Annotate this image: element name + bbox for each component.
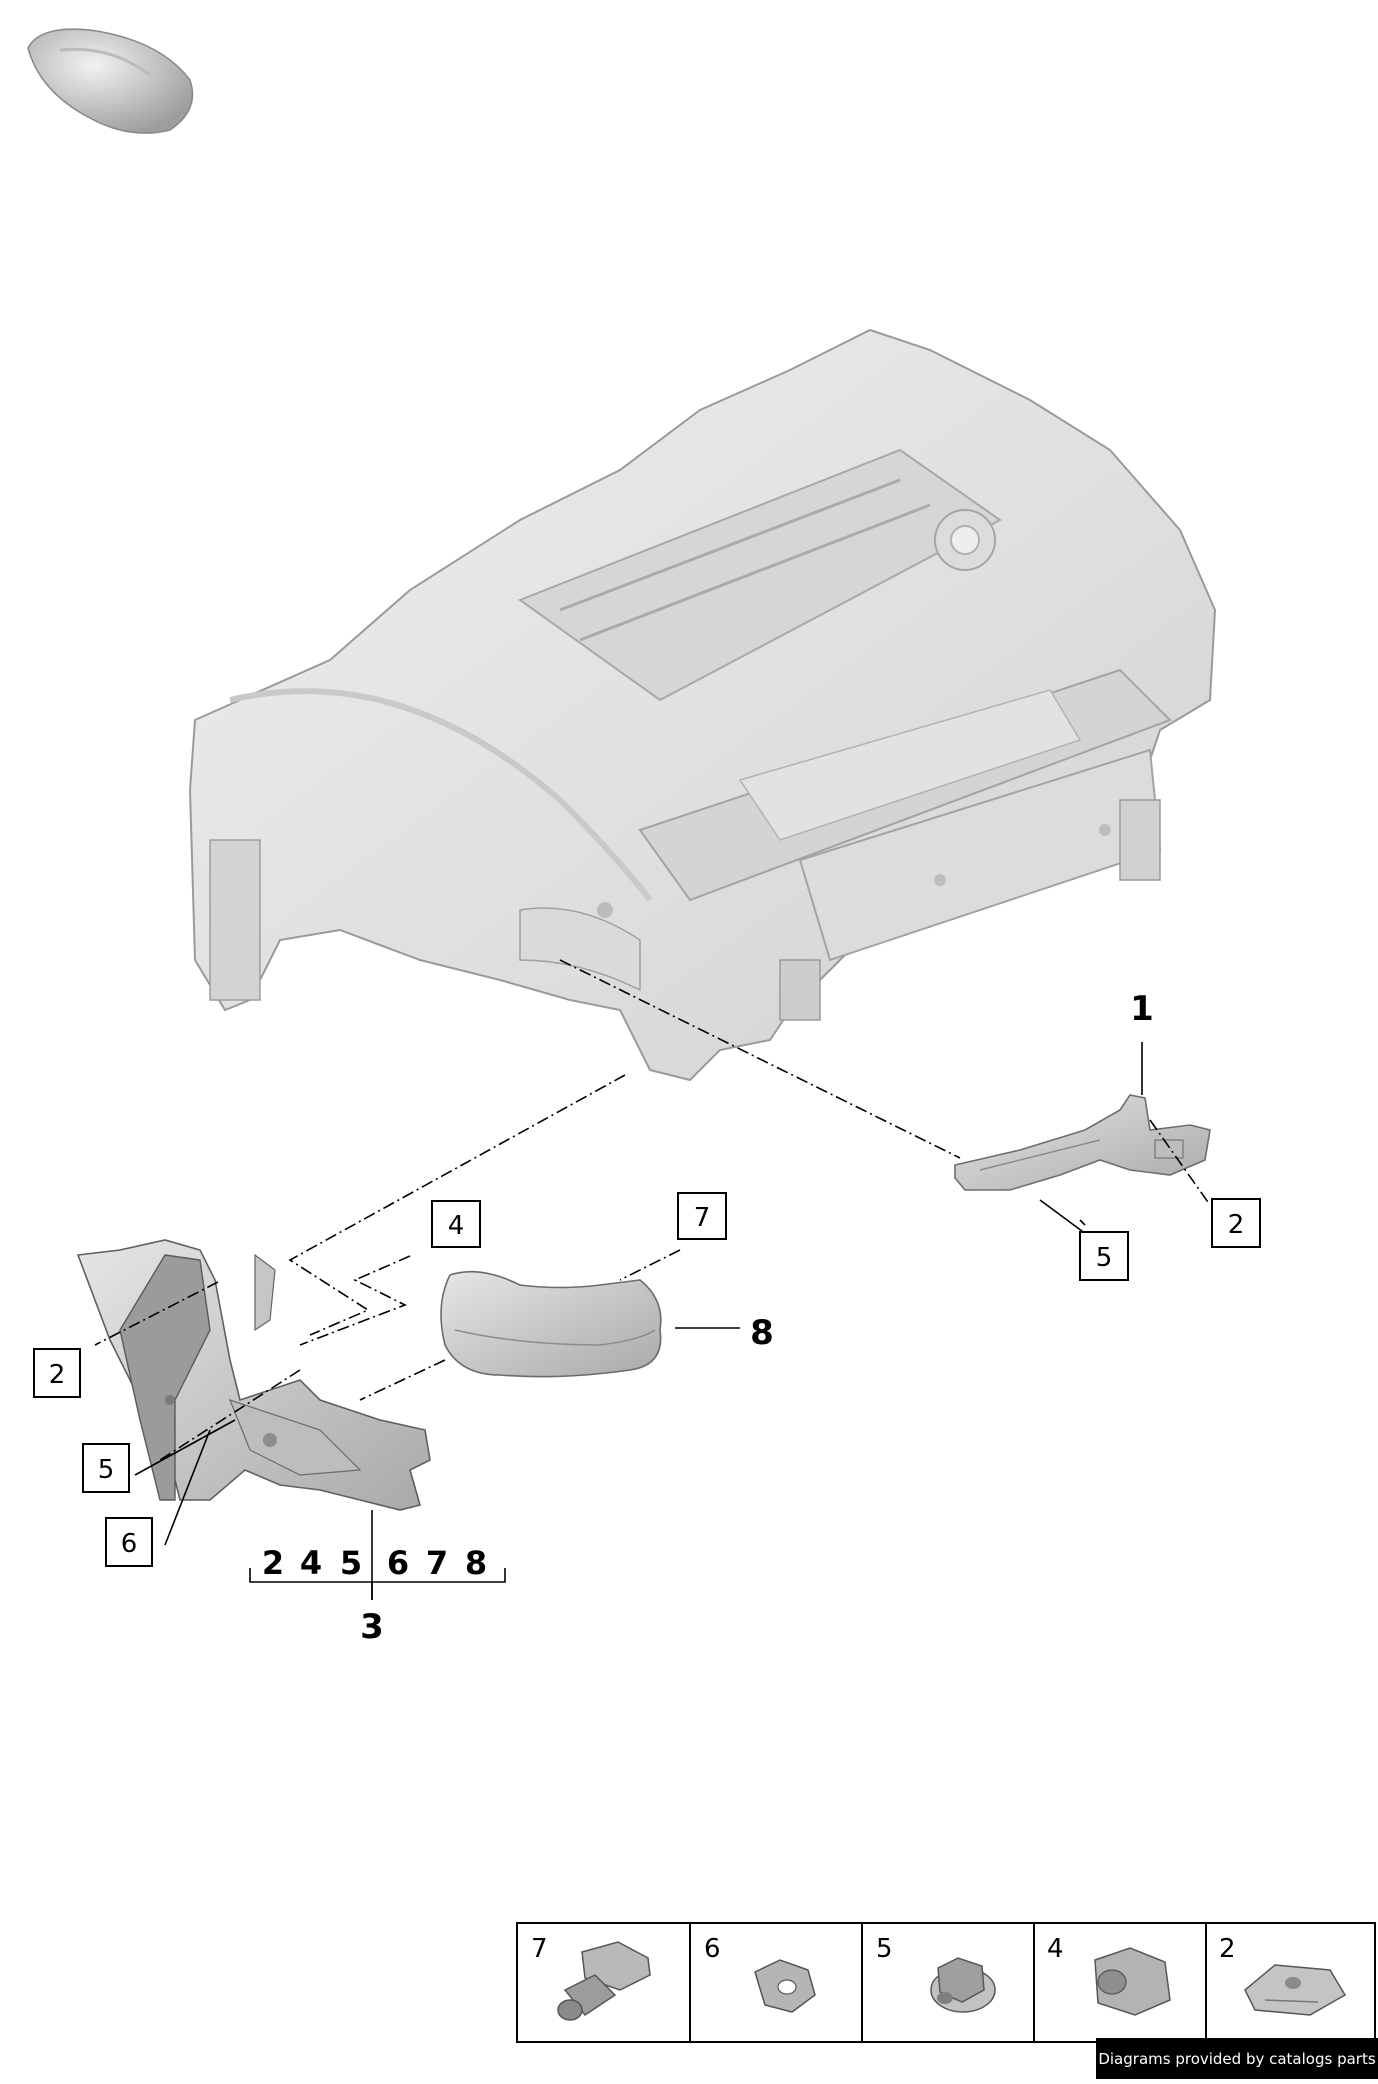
svg-text:6: 6 [121,1529,138,1559]
svg-text:7: 7 [531,1934,548,1964]
callout-box-4: 4 [431,1200,481,1248]
callout-box-7: 7 [677,1192,727,1240]
front-bracket-part-1 [954,1094,1211,1191]
svg-text:7: 7 [694,1203,711,1233]
assembly-item: 8 [465,1544,487,1582]
fastener-cell: 5 [876,1934,996,2013]
callout-3: 3 [360,1607,384,1647]
fastener-cell: 4 [1047,1934,1171,2016]
callout-box-5-right: 5 [1079,1231,1129,1281]
callout-box-5-left: 5 [82,1443,130,1493]
assembly-item: 5 [340,1544,362,1582]
svg-text:5: 5 [876,1934,893,1964]
svg-text:2: 2 [1219,1934,1236,1964]
svg-text:5: 5 [1096,1243,1113,1273]
heat-shield-part-8 [440,1270,662,1378]
svg-text:4: 4 [448,1211,465,1241]
assembly-item: 6 [387,1544,409,1582]
fastener-cell: 6 [704,1934,816,2013]
svg-text:6: 6 [704,1934,721,1964]
svg-text:4: 4 [1047,1934,1064,1964]
hex-nut-icon [1094,1947,1171,2016]
fastener-cell: 7 [531,1934,651,2021]
svg-text:2: 2 [49,1360,66,1390]
fastener-legend-table: 7 6 5 4 [516,1922,1376,2043]
assembly-item: 7 [426,1544,448,1582]
screw-bolt-icon [557,1941,651,2021]
assembly-contents-list: 2 4 5 6 7 8 [262,1544,487,1582]
callout-box-2-right: 2 [1211,1198,1261,1248]
callout-8: 8 [750,1313,774,1353]
assembly-leader-lines [94,959,1211,1461]
car-thumbnail-icon [27,28,194,134]
assembly-item: 2 [262,1544,284,1582]
solid-leader-lines [134,1042,1143,1600]
callout-1: 1 [1130,989,1154,1029]
credit-banner: Diagrams provided by catalogs parts [1096,2038,1378,2079]
clip-nut-icon [1244,1964,1347,2016]
callout-box-6-left: 6 [105,1517,153,1567]
assembly-item: 4 [300,1544,322,1582]
svg-text:2: 2 [1228,1210,1245,1240]
front-body-structure [188,328,1217,1082]
side-member-assembly-part-3 [76,1239,431,1511]
callout-box-2-left: 2 [33,1348,81,1398]
fastener-cell: 2 [1219,1934,1347,2016]
flange-nut-icon [930,1957,996,2013]
washer-icon [754,1959,816,2013]
svg-text:5: 5 [98,1455,115,1485]
